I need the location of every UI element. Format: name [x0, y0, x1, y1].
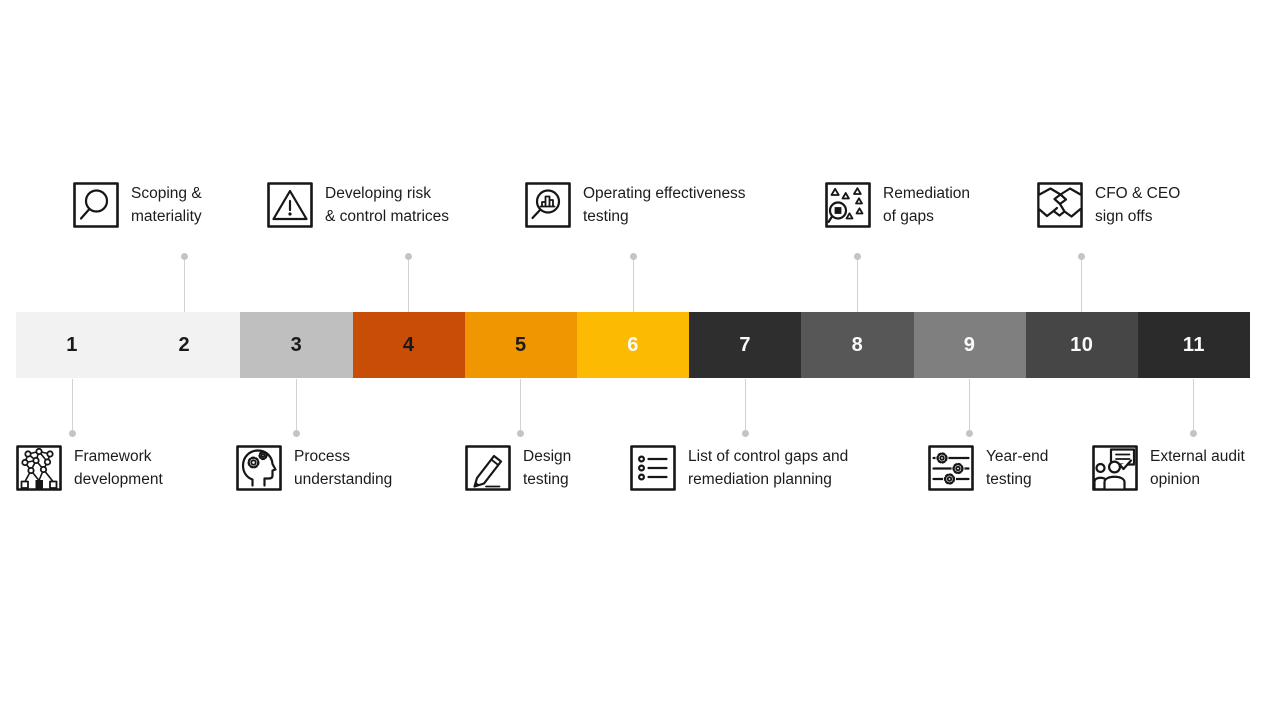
label-text: Remediation of gaps: [883, 185, 971, 225]
handshake-icon: [1037, 182, 1083, 228]
step-number: 7: [739, 333, 752, 356]
label-process-understanding: Process understanding: [236, 445, 392, 491]
label-text: Operating effectiveness testing: [583, 185, 746, 225]
process-strip: 1 2 3 4 5 6 7 8 9 10 11: [16, 312, 1251, 378]
step-segment-7: 7: [689, 312, 802, 378]
step-segment-9: 9: [913, 312, 1026, 378]
label-text: CFO & CEO sign offs: [1095, 185, 1181, 225]
label-text: Design testing: [523, 448, 572, 488]
connector-line: [184, 260, 185, 312]
step-segment-11: 11: [1137, 312, 1251, 378]
step-segment-1: 1: [16, 312, 129, 378]
connector-step-11: [1190, 379, 1197, 437]
step-segment-8: 8: [801, 312, 914, 378]
connector-dot: [517, 430, 524, 437]
label-text: External audit opinion: [1150, 448, 1245, 488]
label-operating-effectiveness-testing: Operating effectiveness testing: [525, 182, 746, 228]
connector-dot: [854, 253, 861, 260]
step-segment-5: 5: [464, 312, 577, 378]
connector-step-8: [854, 253, 861, 312]
step-number: 9: [963, 333, 976, 356]
decision-tree-icon: [16, 445, 62, 491]
label-control-gaps-remediation-planning: List of control gaps and remediation pla…: [630, 445, 848, 491]
step-number: 4: [402, 333, 415, 356]
step-number: 6: [627, 333, 639, 356]
label-text: Process understanding: [294, 448, 393, 488]
checklist-icon: [630, 445, 676, 491]
connector-line: [72, 379, 73, 430]
connector-line: [520, 379, 521, 430]
connector-dot: [1078, 253, 1085, 260]
step-number: 11: [1182, 333, 1206, 356]
connector-step-1: [69, 379, 76, 437]
audit-discussion-icon: [1092, 445, 1138, 491]
connector-step-6: [630, 253, 637, 312]
connector-step-4: [405, 253, 412, 312]
connector-step-9: [966, 379, 973, 437]
connector-line: [969, 379, 970, 430]
label-scoping-materiality: Scoping & materiality: [73, 182, 202, 228]
label-remediation-of-gaps: Remediation of gaps: [825, 182, 970, 228]
label-cfo-ceo-sign-offs: CFO & CEO sign offs: [1037, 182, 1180, 228]
head-gears-icon: [236, 445, 282, 491]
connector-line: [408, 260, 409, 312]
label-text: Developing risk & control matrices: [325, 185, 450, 225]
connector-dot: [69, 430, 76, 437]
step-segment-6: 6: [576, 312, 690, 378]
step-segment-10: 10: [1025, 312, 1138, 378]
label-text: Framework development: [74, 448, 163, 488]
connector-dot: [405, 253, 412, 260]
step-number: 8: [851, 333, 864, 356]
label-text: List of control gaps and remediation pla…: [688, 448, 849, 488]
label-external-audit-opinion: External audit opinion: [1092, 445, 1245, 491]
connector-step-5: [517, 379, 524, 437]
connector-dot: [181, 253, 188, 260]
warning-triangle-icon: [267, 182, 313, 228]
connector-dot: [293, 430, 300, 437]
connector-dot: [1190, 430, 1197, 437]
connector-line: [857, 260, 858, 312]
connector-dot: [630, 253, 637, 260]
connector-line: [745, 379, 746, 430]
label-design-testing: Design testing: [465, 445, 571, 491]
connector-line: [296, 379, 297, 430]
step-number: 2: [178, 333, 191, 356]
step-segment-3: 3: [240, 312, 353, 378]
step-number: 1: [66, 333, 78, 356]
gap-scan-icon: [825, 182, 871, 228]
label-text: Scoping & materiality: [131, 185, 202, 225]
step-segment-2: 2: [128, 312, 241, 378]
connector-dot: [966, 430, 973, 437]
magnifier-icon: [73, 182, 119, 228]
label-year-end-testing: Year-end testing: [928, 445, 1048, 491]
connector-step-10: [1078, 253, 1085, 312]
step-number: 3: [290, 333, 303, 356]
connector-step-3: [293, 379, 300, 437]
connector-line: [1081, 260, 1082, 312]
label-text: Year-end testing: [986, 448, 1049, 488]
pencil-icon: [465, 445, 511, 491]
label-framework-development: Framework development: [16, 445, 163, 491]
step-segment-4: 4: [352, 312, 465, 378]
connector-dot: [742, 430, 749, 437]
connector-line: [1193, 379, 1194, 430]
connector-line: [633, 260, 634, 312]
connector-step-7: [742, 379, 749, 437]
step-number: 5: [515, 333, 527, 356]
connector-step-2: [181, 253, 188, 312]
label-developing-risk-control-matrices: Developing risk & control matrices: [267, 182, 449, 228]
chart-magnifier-icon: [525, 182, 571, 228]
gear-sliders-icon: [928, 445, 974, 491]
step-number: 10: [1070, 333, 1094, 356]
